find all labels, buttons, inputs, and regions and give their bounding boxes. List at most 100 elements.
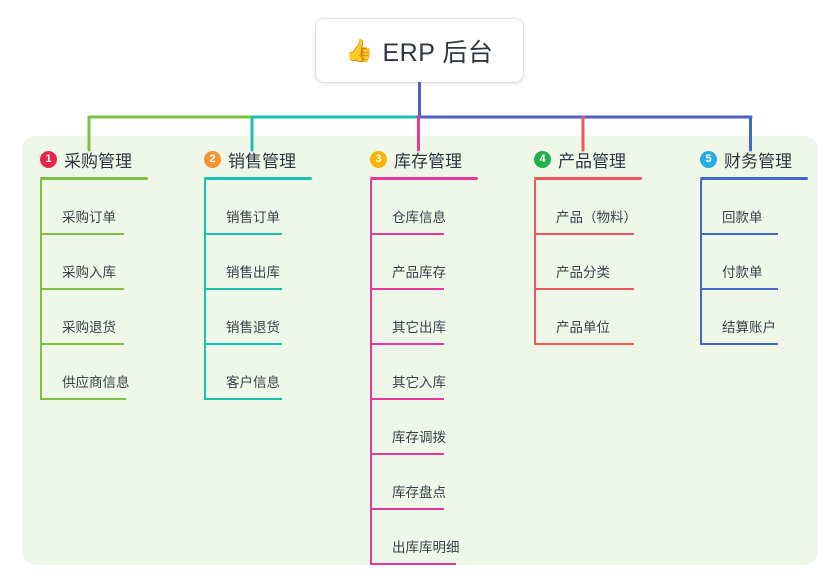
branch-child-label: 客户信息 <box>226 375 280 390</box>
branch-child-underline <box>206 288 282 290</box>
branch-underline <box>534 177 642 180</box>
branch-underline <box>700 177 808 180</box>
branch-child-label: 其它入库 <box>392 375 446 390</box>
branch-child-item[interactable]: 采购订单 <box>40 180 148 235</box>
branch-child-label: 采购退货 <box>62 320 116 335</box>
branch-underline <box>370 177 478 180</box>
branch-child-item[interactable]: 仓库信息 <box>370 180 478 235</box>
branch-column-4: 4 产品管理产品（物料） 产品分类产品单位 <box>534 146 642 345</box>
branch-header-5[interactable]: 5 财务管理 <box>700 146 808 172</box>
branch-column-1: 1 采购管理采购订单采购入库采购退货供应商信息 <box>40 146 148 400</box>
branch-child-underline <box>42 288 124 290</box>
branch-child-item[interactable]: 出库库明细 <box>370 510 478 565</box>
branch-child-underline <box>702 343 778 345</box>
branch-column-5: 5 财务管理回款单付款单结算账户 <box>700 146 808 345</box>
branch-child-underline <box>702 288 778 290</box>
branch-child-item[interactable]: 销售出库 <box>204 235 312 290</box>
branch-child-label: 库存盘点 <box>392 485 446 500</box>
branch-spine <box>700 180 702 345</box>
branch-badge-icon: 1 <box>40 150 57 168</box>
branch-title: 采购管理 <box>64 151 132 171</box>
branch-children-list: 销售订单销售出库销售退货客户信息 <box>204 180 312 400</box>
branch-child-underline <box>42 398 126 400</box>
branch-child-item[interactable]: 库存盘点 <box>370 455 478 510</box>
branch-column-2: 2 销售管理销售订单销售出库销售退货客户信息 <box>204 146 312 400</box>
branch-child-underline <box>536 343 634 345</box>
branch-child-label: 其它出库 <box>392 320 446 335</box>
branch-child-label: 库存调拨 <box>392 430 446 445</box>
branch-children-list: 仓库信息产品库存其它出库其它入库库存调拨库存盘点出库库明细 <box>370 180 478 565</box>
branch-child-underline <box>206 233 282 235</box>
branch-child-label: 产品（物料） <box>556 210 637 225</box>
branch-title: 库存管理 <box>394 151 462 171</box>
branch-children-list: 采购订单采购入库采购退货供应商信息 <box>40 180 148 400</box>
branch-child-label: 采购入库 <box>62 265 116 280</box>
branch-header-2[interactable]: 2 销售管理 <box>204 146 312 172</box>
branch-child-label: 产品单位 <box>556 320 610 335</box>
root-node-card[interactable]: 👍 ERP 后台 <box>316 19 523 82</box>
branch-child-item[interactable]: 回款单 <box>700 180 808 235</box>
branch-child-item[interactable]: 其它出库 <box>370 290 478 345</box>
branch-spine <box>40 180 42 400</box>
branch-child-label: 销售订单 <box>226 210 280 225</box>
branch-child-underline <box>372 343 444 345</box>
branch-badge-icon: 3 <box>370 150 387 168</box>
branch-child-underline <box>206 343 282 345</box>
branch-child-item[interactable]: 采购入库 <box>40 235 148 290</box>
branch-child-item[interactable]: 销售订单 <box>204 180 312 235</box>
branch-title: 财务管理 <box>724 151 792 171</box>
root-node-label: ERP 后台 <box>382 38 494 67</box>
branch-underline <box>40 177 148 180</box>
branch-child-underline <box>536 233 634 235</box>
branch-underline <box>204 177 312 180</box>
branch-child-item[interactable]: 产品分类 <box>534 235 642 290</box>
branch-child-item[interactable]: 结算账户 <box>700 290 808 345</box>
branch-child-label: 供应商信息 <box>62 375 130 390</box>
branch-badge-icon: 5 <box>700 150 717 168</box>
branch-badge-icon: 2 <box>204 150 221 168</box>
branch-child-label: 仓库信息 <box>392 210 446 225</box>
thumbs-up-icon: 👍 <box>345 37 374 63</box>
branch-badge-icon: 4 <box>534 150 551 168</box>
branch-child-underline <box>372 508 444 510</box>
branch-column-3: 3 库存管理仓库信息产品库存其它出库其它入库库存调拨库存盘点出库库明细 <box>370 146 478 565</box>
branch-child-underline <box>536 288 634 290</box>
branch-child-item[interactable]: 产品库存 <box>370 235 478 290</box>
branch-child-item[interactable]: 销售退货 <box>204 290 312 345</box>
branch-child-label: 产品分类 <box>556 265 610 280</box>
branch-child-underline <box>372 563 456 565</box>
branch-child-item[interactable]: 产品（物料） <box>534 180 642 235</box>
branch-child-item[interactable]: 采购退货 <box>40 290 148 345</box>
branch-child-underline <box>372 233 444 235</box>
branch-spine <box>204 180 206 400</box>
branch-child-item[interactable]: 库存调拨 <box>370 400 478 455</box>
branch-child-label: 付款单 <box>722 265 763 280</box>
branch-child-item[interactable]: 其它入库 <box>370 345 478 400</box>
branch-child-underline <box>372 453 444 455</box>
branch-child-label: 回款单 <box>722 210 763 225</box>
branch-header-3[interactable]: 3 库存管理 <box>370 146 478 172</box>
branch-spine <box>370 180 372 565</box>
branch-child-underline <box>206 398 282 400</box>
branch-children-list: 回款单付款单结算账户 <box>700 180 808 345</box>
branch-child-underline <box>372 398 444 400</box>
branch-child-label: 出库库明细 <box>392 540 460 555</box>
branch-children-list: 产品（物料） 产品分类产品单位 <box>534 180 642 345</box>
branch-title: 产品管理 <box>558 151 626 171</box>
branches-panel <box>22 136 818 565</box>
branch-child-underline <box>372 288 444 290</box>
branch-child-underline <box>42 233 124 235</box>
branch-child-item[interactable]: 产品单位 <box>534 290 642 345</box>
branch-child-item[interactable]: 客户信息 <box>204 345 312 400</box>
branch-header-4[interactable]: 4 产品管理 <box>534 146 642 172</box>
branch-child-label: 销售退货 <box>226 320 280 335</box>
branch-child-item[interactable]: 付款单 <box>700 235 808 290</box>
branch-title: 销售管理 <box>228 151 296 171</box>
branch-child-item[interactable]: 供应商信息 <box>40 345 148 400</box>
root-node-title: 👍 ERP 后台 <box>346 33 494 69</box>
branch-child-label: 结算账户 <box>722 320 776 335</box>
branch-header-1[interactable]: 1 采购管理 <box>40 146 148 172</box>
branch-child-label: 销售出库 <box>226 265 280 280</box>
branch-child-underline <box>702 233 778 235</box>
